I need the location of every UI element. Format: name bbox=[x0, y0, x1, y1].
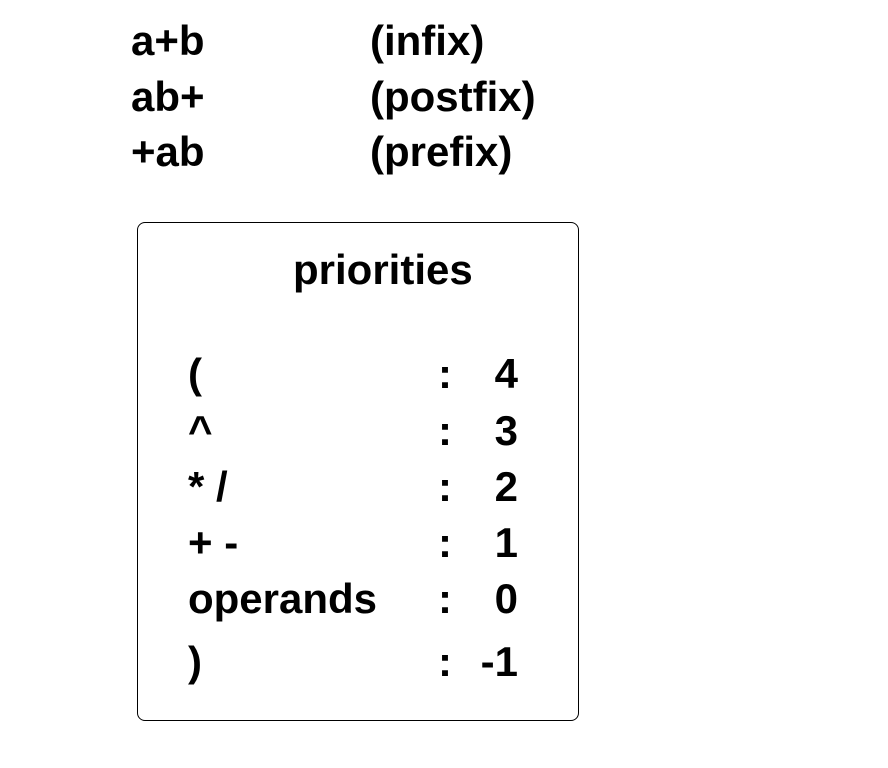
priority-value: 3 bbox=[494, 407, 518, 454]
priority-operator: operands bbox=[188, 575, 378, 622]
priority-separator: : bbox=[438, 407, 452, 454]
priority-row-operands: operands : 0 bbox=[138, 574, 578, 624]
priority-separator: : bbox=[438, 575, 452, 622]
priority-separator: : bbox=[438, 350, 452, 397]
priority-row-open-paren: ( : 4 bbox=[138, 349, 578, 399]
priorities-table: priorities ( : 4 ^ : 3 * / : 2 + - : 1 o… bbox=[137, 222, 579, 721]
priority-value: -1 bbox=[480, 638, 518, 685]
priority-operator: + - bbox=[188, 519, 239, 566]
priority-operator: ^ bbox=[188, 407, 213, 454]
priority-row-close-paren: ) : -1 bbox=[138, 637, 578, 687]
priority-operator: * / bbox=[188, 463, 228, 510]
priority-row-caret: ^ : 3 bbox=[138, 406, 578, 456]
priority-value: 4 bbox=[494, 350, 518, 397]
notation-kind: (infix) bbox=[370, 17, 485, 64]
notation-kind: (postfix) bbox=[370, 73, 536, 120]
priority-separator: : bbox=[438, 638, 452, 685]
priorities-title: priorities bbox=[293, 246, 473, 293]
notation-kind: (prefix) bbox=[370, 128, 513, 175]
priority-value: 1 bbox=[494, 519, 518, 566]
priority-row-mul-div: * / : 2 bbox=[138, 462, 578, 512]
priority-row-add-sub: + - : 1 bbox=[138, 518, 578, 568]
notation-expression: a+b bbox=[131, 17, 205, 64]
priority-separator: : bbox=[438, 519, 452, 566]
notation-expression: ab+ bbox=[131, 73, 205, 120]
priority-separator: : bbox=[438, 463, 452, 510]
notation-expression: +ab bbox=[131, 128, 205, 175]
priority-value: 0 bbox=[494, 575, 518, 622]
priority-operator: ( bbox=[188, 350, 202, 397]
priority-operator: ) bbox=[188, 638, 202, 685]
priority-value: 2 bbox=[494, 463, 518, 510]
